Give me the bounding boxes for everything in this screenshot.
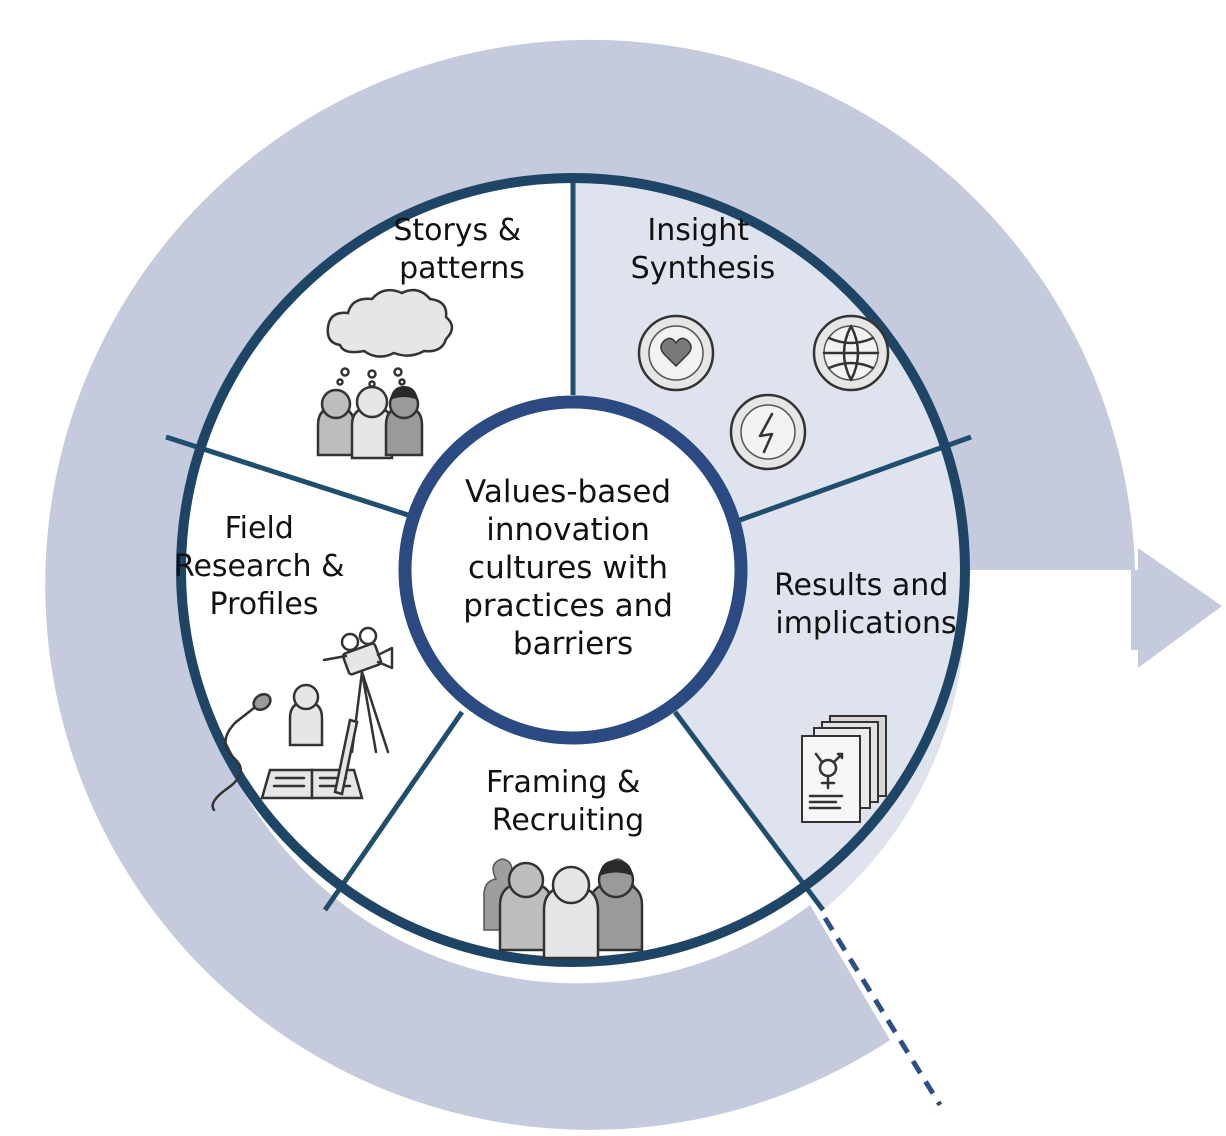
center-label-line: cultures with	[468, 550, 668, 586]
center-label-line: innovation	[486, 512, 650, 548]
thinking-group-icon	[316, 288, 454, 460]
divider-line	[322, 710, 465, 912]
insight-badges-icon	[637, 314, 890, 471]
center-label-line: Values-based	[465, 474, 671, 510]
documents-stack-icon	[801, 715, 887, 823]
segment-label-line: Storys &	[393, 213, 521, 248]
segment-label-line: patterns	[399, 251, 525, 286]
segment-label-line: Recruiting	[492, 803, 644, 838]
center-label-line: barriers	[513, 626, 633, 662]
center-label: Values-based innovation cultures with pr…	[463, 474, 683, 662]
segment-label-framing: Framing & Recruiting	[486, 765, 650, 838]
divider-line	[165, 434, 409, 518]
segment-dividers	[165, 180, 972, 912]
segment-label-results: Results and implications	[774, 568, 958, 641]
segment-label-line: Insight	[647, 213, 749, 248]
center-circle	[398, 395, 748, 745]
segment-label-line: Profiles	[210, 587, 319, 622]
interview-recording-icon	[211, 626, 394, 812]
segment-label-storys: Storys & patterns	[393, 213, 530, 286]
segment-label-field: Field Research & Profiles	[174, 511, 354, 622]
divider-line	[672, 710, 826, 912]
dashed-continuation-line	[822, 916, 943, 1107]
segment-label-line: Results and	[774, 568, 948, 603]
crowd-icon	[483, 858, 644, 960]
outer-ring	[176, 173, 970, 967]
divider-line	[739, 434, 972, 523]
center-label-line: practices and	[463, 588, 673, 624]
segment-label-line: Synthesis	[631, 251, 776, 286]
segment-label-line: Framing &	[486, 765, 640, 800]
segment-label-line: Field	[225, 511, 294, 546]
segment-label-line: implications	[775, 606, 956, 641]
segment-label-line: Research &	[174, 549, 345, 584]
segment-label-insight: Insight Synthesis	[631, 213, 776, 286]
